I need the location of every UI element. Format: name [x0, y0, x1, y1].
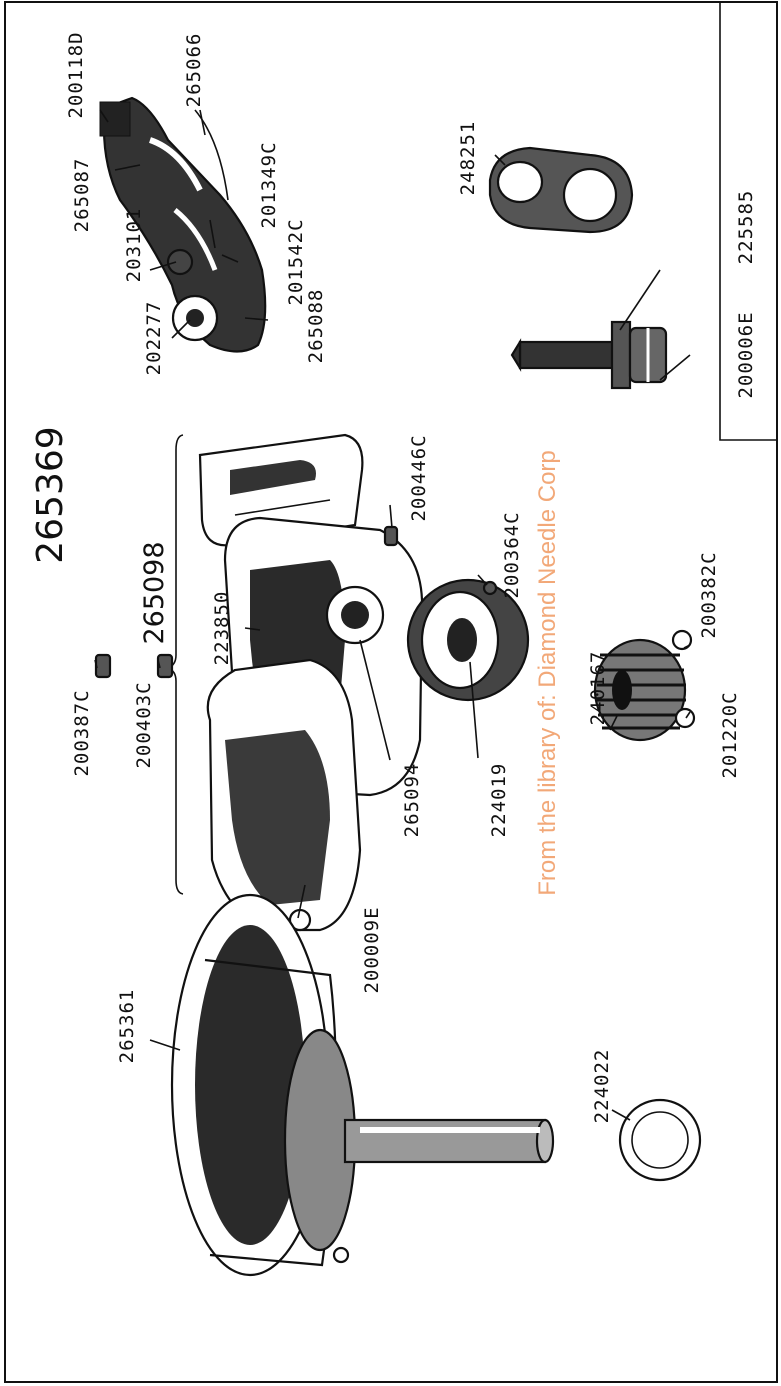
label-248251: 248251	[457, 121, 479, 196]
leader-lines	[94, 109, 691, 1121]
library-watermark: From the library of: Diamond Needle Corp	[534, 450, 561, 896]
bracket-plate-drawing	[198, 433, 364, 547]
label-225585: 225585	[735, 190, 757, 265]
washer-drawing	[618, 1098, 702, 1182]
set-screw-200446c	[383, 525, 399, 547]
label-200446c: 200446C	[408, 434, 430, 521]
label-224022: 224022	[591, 1049, 613, 1124]
label-200118d: 200118D	[65, 31, 87, 118]
screw-drawing	[510, 320, 668, 390]
inset-box	[719, 2, 777, 441]
shuttle-body-drawing	[206, 658, 362, 932]
label-201220c: 201220C	[719, 691, 741, 778]
label-265094: 265094	[401, 763, 423, 838]
label-265066: 265066	[183, 33, 205, 108]
label-200403c: 200403C	[133, 681, 155, 768]
rotary-hook-drawing	[170, 893, 555, 1277]
label-200364c: 200364C	[501, 511, 523, 598]
set-screw-200403c	[156, 653, 174, 679]
label-201349c: 201349C	[258, 141, 280, 228]
label-202277: 202277	[143, 301, 165, 376]
label-200006e: 200006E	[735, 311, 757, 398]
ring-part-drawing	[488, 146, 634, 234]
label-200382c: 200382C	[698, 551, 720, 638]
hub-drawing	[406, 578, 530, 702]
subassembly-number: 265098	[139, 541, 170, 644]
set-screw-200387c	[94, 653, 112, 679]
label-201542c: 201542C	[285, 218, 307, 305]
takeup-assembly-drawing	[99, 96, 267, 353]
label-203101: 203101	[123, 208, 145, 283]
label-265088: 265088	[305, 289, 327, 364]
label-200387c: 200387C	[71, 689, 93, 776]
label-200009e: 200009E	[361, 906, 383, 993]
label-265087: 265087	[71, 158, 93, 233]
assembly-number: 265369	[30, 426, 71, 563]
label-223850: 223850	[211, 591, 233, 666]
label-265361: 265361	[116, 989, 138, 1064]
label-224019: 224019	[488, 763, 510, 838]
label-240167: 240167	[587, 651, 609, 726]
